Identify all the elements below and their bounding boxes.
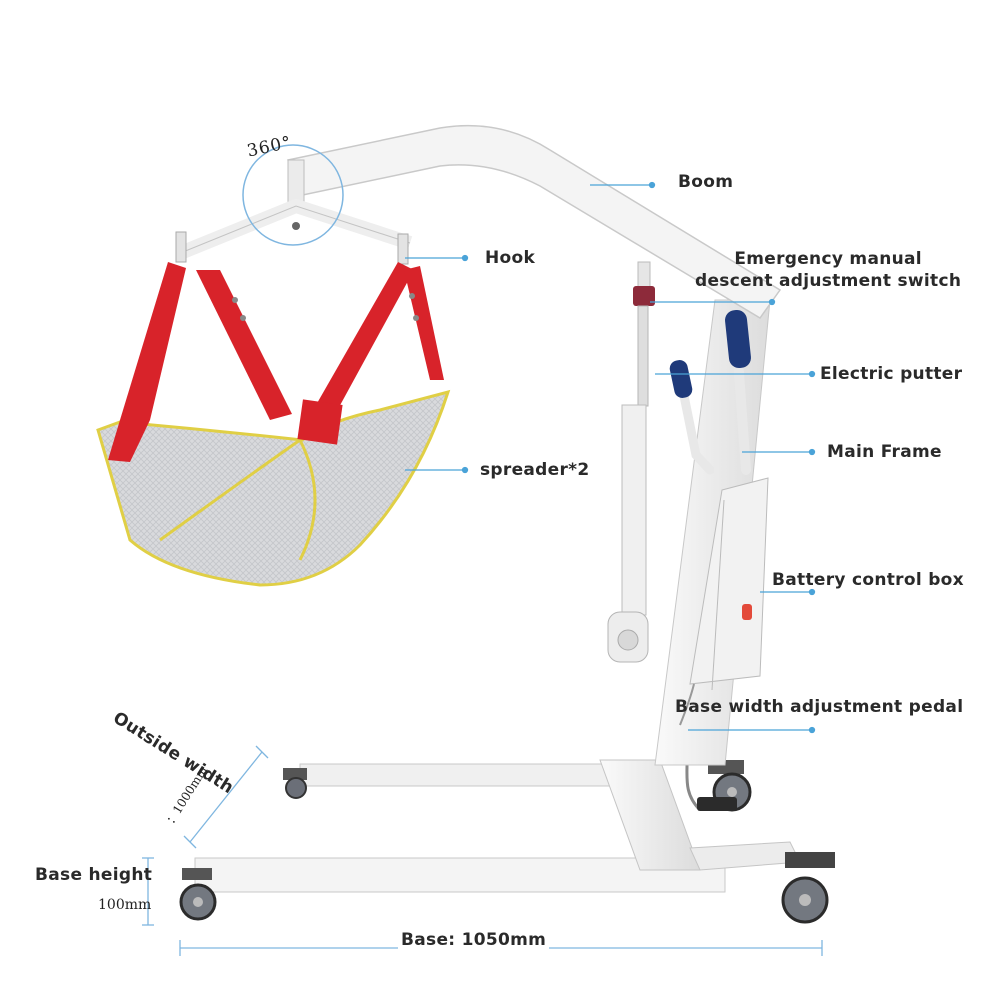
spreader-label: spreader*2 xyxy=(480,460,590,480)
base-length-label: Base: 1050mm xyxy=(398,930,550,950)
base-height-label: Base height xyxy=(35,865,153,885)
base-width-pedal-label: Base width adjustment pedal xyxy=(675,697,964,717)
emergency-switch-label: Emergency manual descent adjustment swit… xyxy=(695,248,961,292)
sling xyxy=(96,262,451,587)
emergency-switch-label-line2: descent adjustment switch xyxy=(695,271,962,291)
electric-actuator xyxy=(607,261,655,663)
push-handles xyxy=(669,309,751,475)
leader-lines xyxy=(405,181,816,734)
emergency-switch-label-line1: Emergency manual xyxy=(734,249,922,269)
boom-arm xyxy=(287,124,782,319)
rotation-indicator xyxy=(242,144,344,246)
electric-putter-label: Electric putter xyxy=(820,364,963,384)
boom-label: Boom xyxy=(678,172,734,192)
hook-label: Hook xyxy=(485,248,536,268)
battery-control-box-label: Battery control box xyxy=(772,570,964,590)
spreader-bar xyxy=(175,159,413,265)
caster-wheels xyxy=(179,760,835,924)
main-frame-label: Main Frame xyxy=(827,442,942,462)
base-height-value: 100mm xyxy=(98,897,152,913)
battery-control-box xyxy=(679,477,769,726)
base-frame xyxy=(194,759,801,893)
